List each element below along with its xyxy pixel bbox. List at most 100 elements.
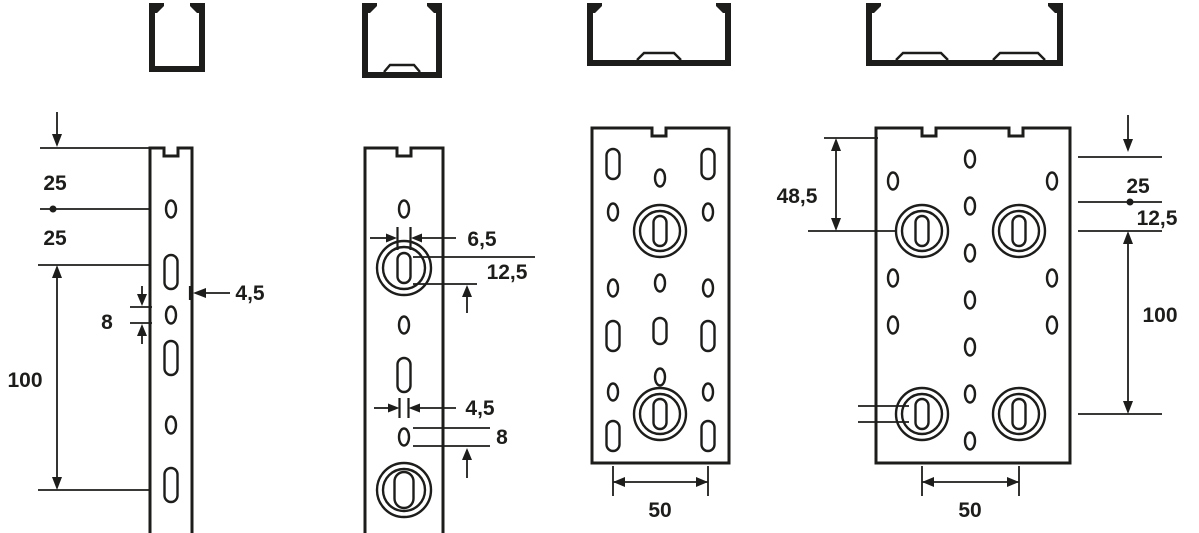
round-hole [886, 315, 900, 335]
emboss-rib [383, 63, 421, 73]
keyhole-slot [652, 397, 668, 431]
slot-hole [700, 147, 716, 181]
view-1: 25 25 100 8 4,5 [7, 3, 265, 533]
dim-label-top-offset: 25 [1126, 175, 1150, 198]
dimensions-view-2: 6,5 12,5 4,5 8 [370, 227, 535, 478]
up-arrowhead [137, 324, 147, 336]
dim-label-keyhole-slot-width: 6,5 [467, 228, 497, 251]
slot-hole [396, 356, 412, 394]
slot-hole [700, 319, 716, 353]
emboss-rib [636, 51, 682, 61]
cross-section-profile-3 [587, 3, 731, 66]
round-hole [1045, 171, 1059, 191]
down-arrowhead [831, 218, 841, 231]
right-arrowhead [1007, 477, 1019, 487]
right-arrowhead [696, 477, 708, 487]
keyhole-slot [1011, 397, 1027, 431]
dim-label-hole-height: 8 [101, 311, 113, 334]
cross-section-profile-1 [149, 3, 205, 72]
left-arrowhead [193, 288, 206, 298]
round-hole [701, 278, 715, 298]
dim-label-edge-to-keyhole: 48,5 [777, 185, 818, 208]
down-arrowhead [1123, 401, 1133, 414]
dim-label-keyhole-offset: 12,5 [487, 261, 528, 284]
emboss-rib [992, 51, 1046, 61]
round-hole [963, 196, 977, 216]
left-arrowhead [613, 477, 625, 487]
hole-pattern-4 [886, 149, 1059, 451]
dim-label-top-offset: 25 [43, 172, 67, 195]
slot-hole [605, 147, 621, 181]
up-arrowhead [462, 448, 472, 460]
keyhole-slot [652, 214, 668, 248]
right-arrowhead [386, 233, 397, 243]
round-hole [606, 202, 620, 222]
round-hole [701, 202, 715, 222]
keyhole-slot [914, 397, 930, 431]
dim-label-hole-row-spacing: 50 [648, 499, 671, 522]
dim-label-hole-row-spacing: 50 [958, 499, 981, 522]
left-arrowhead [411, 233, 422, 243]
left-arrowhead [408, 403, 420, 413]
dimensions-view-4: 48,5 25 12,5 100 50 [777, 115, 1178, 522]
dim-label-half-pitch: 12,5 [1137, 207, 1178, 230]
round-hole [653, 168, 667, 188]
dimensions-view-1: 25 25 100 8 4,5 [7, 112, 265, 491]
round-hole [963, 337, 977, 357]
dimensions-view-3: 50 [612, 466, 709, 522]
round-hole [886, 268, 900, 288]
datum-dot [1126, 198, 1134, 206]
round-hole [397, 199, 411, 219]
round-hole [1045, 315, 1059, 335]
dim-label-slot-width: 4,5 [235, 282, 265, 305]
slot-hole [163, 253, 179, 291]
up-arrowhead [462, 285, 472, 297]
view-4: 48,5 25 12,5 100 50 [777, 3, 1178, 522]
cross-section-profile-4 [866, 3, 1063, 66]
round-hole [963, 149, 977, 169]
keyhole-slot [914, 214, 930, 248]
slot-hole [605, 319, 621, 353]
front-view-outline-3 [590, 126, 731, 465]
view-2: 6,5 12,5 4,5 8 [362, 3, 535, 533]
round-hole [701, 382, 715, 402]
down-arrowhead [1123, 139, 1133, 152]
keyhole-slot [396, 251, 412, 285]
left-arrowhead [922, 477, 934, 487]
round-hole [164, 415, 178, 435]
cross-section-profile-2 [362, 3, 442, 78]
dim-label-hole-width: 4,5 [465, 397, 495, 420]
round-hole [963, 243, 977, 263]
dim-label-slot-pitch: 100 [7, 369, 42, 392]
emboss-rib [895, 51, 949, 61]
up-arrowhead [831, 138, 841, 151]
round-hole [606, 382, 620, 402]
round-hole [606, 278, 620, 298]
front-view-outline-2 [363, 146, 445, 533]
round-hole [963, 290, 977, 310]
hole-pattern-2 [375, 199, 433, 519]
round-hole [397, 427, 411, 447]
dim-label-hole-height: 8 [496, 426, 508, 449]
slot-hole [652, 316, 668, 346]
dim-label-keyhole-pitch: 100 [1142, 304, 1177, 327]
slot-hole [163, 339, 179, 377]
hole-pattern-3 [605, 147, 716, 453]
round-hole [886, 171, 900, 191]
round-hole [963, 431, 977, 451]
hole-pattern-1 [163, 199, 179, 504]
down-arrowhead [137, 294, 147, 306]
keyhole-slot [1011, 214, 1027, 248]
round-hole [653, 367, 667, 387]
round-hole [963, 384, 977, 404]
slot-hole [700, 419, 716, 453]
round-hole [164, 199, 178, 219]
up-arrowhead [52, 265, 62, 278]
round-hole [653, 273, 667, 293]
round-hole [1045, 268, 1059, 288]
datum-dot [49, 205, 57, 213]
round-hole [397, 315, 411, 335]
down-arrowhead [52, 477, 62, 490]
